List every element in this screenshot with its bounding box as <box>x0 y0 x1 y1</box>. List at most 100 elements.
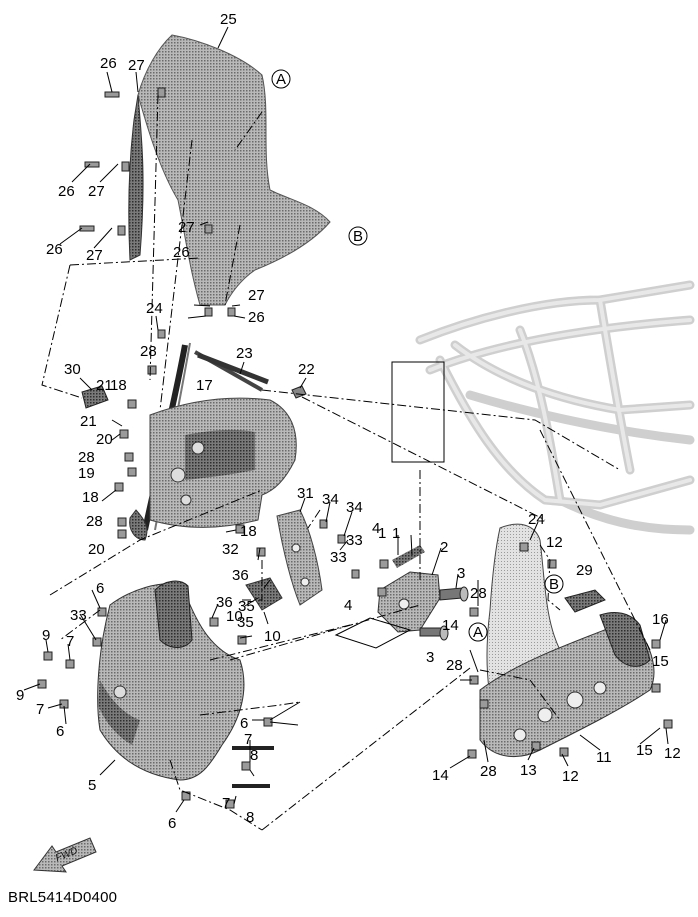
callout-34: 34 <box>346 499 363 516</box>
windscreen-edge <box>128 94 144 261</box>
svg-text:B: B <box>549 576 559 593</box>
callout-20: 20 <box>88 541 105 558</box>
callout-24: 24 <box>528 511 545 528</box>
callout-15: 15 <box>636 742 653 759</box>
windscreen <box>137 34 331 306</box>
callout-22: 22 <box>298 361 315 378</box>
callout-27: 27 <box>248 287 265 304</box>
center-stay <box>377 545 469 641</box>
callout-6: 6 <box>96 580 104 597</box>
callout-1: 1 <box>392 525 400 542</box>
callout-10: 10 <box>226 608 243 625</box>
callout-9: 9 <box>42 627 50 644</box>
callout-25: 25 <box>220 11 237 28</box>
callout-7: 7 <box>36 701 44 718</box>
part-29 <box>564 589 606 613</box>
callout-35: 35 <box>238 598 255 615</box>
callout-28: 28 <box>480 763 497 780</box>
callout-28: 28 <box>86 513 103 530</box>
callout-26: 26 <box>58 183 75 200</box>
callout-14: 14 <box>432 767 449 784</box>
reference-box-1 <box>391 361 445 463</box>
callout-6: 6 <box>240 715 248 732</box>
diagram-code: BRL5414D0400 <box>8 889 118 906</box>
callout-18: 18 <box>82 489 99 506</box>
callout-24: 24 <box>146 300 163 317</box>
callout-28: 28 <box>470 585 487 602</box>
callout-3: 3 <box>426 649 434 666</box>
callout-36: 36 <box>216 594 233 611</box>
callout-7: 7 <box>66 633 74 650</box>
reference-box-2 <box>334 617 412 649</box>
callout-19: 19 <box>78 465 95 482</box>
callout-31: 31 <box>297 485 314 502</box>
callout-2: 2 <box>440 539 448 556</box>
callout-28: 28 <box>446 657 463 674</box>
circled-marker-A: A <box>271 69 291 89</box>
callout-28: 28 <box>78 449 95 466</box>
callout-12: 12 <box>664 745 681 762</box>
rod-23 <box>197 352 269 385</box>
part-30 <box>81 385 109 409</box>
callout-1: 1 <box>378 525 386 542</box>
callout-16: 16 <box>652 611 669 628</box>
callout-26: 26 <box>173 244 190 261</box>
mount-bracket-31 <box>245 509 323 611</box>
clip-22 <box>291 385 307 399</box>
callout-6: 6 <box>168 815 176 832</box>
callout-11: 11 <box>596 749 612 766</box>
callout-18: 18 <box>240 523 257 540</box>
callout-8: 8 <box>246 809 254 826</box>
callout-3: 3 <box>457 565 465 582</box>
callout-34: 34 <box>322 491 339 508</box>
callout-35: 35 <box>237 614 254 631</box>
callout-4: 4 <box>372 520 380 537</box>
callout-14: 14 <box>442 617 459 634</box>
stay-bracket <box>129 342 297 541</box>
leader-lines <box>23 26 669 813</box>
callout-12: 12 <box>562 768 579 785</box>
callout-21: 21 <box>80 413 97 430</box>
svg-text:B: B <box>353 228 363 245</box>
callout-33: 33 <box>330 549 347 566</box>
callout-21: 21 <box>96 377 113 394</box>
callout-12: 12 <box>546 534 563 551</box>
callout-7: 7 <box>244 731 252 748</box>
callout-10: 10 <box>264 628 281 645</box>
callout-36: 36 <box>232 567 249 584</box>
callout-28: 28 <box>140 343 157 360</box>
callout-27: 27 <box>178 219 195 236</box>
circled-markers: A B A B <box>271 69 564 642</box>
svg-text:A: A <box>276 71 286 88</box>
fasteners <box>37 87 673 809</box>
callout-9: 9 <box>16 687 24 704</box>
callout-26: 26 <box>100 55 117 72</box>
fwd-arrow-icon: FWD <box>33 837 97 873</box>
circled-marker-B: B <box>544 574 564 594</box>
callout-7: 7 <box>222 795 230 812</box>
long-bolts <box>232 746 274 788</box>
callout-18: 18 <box>110 377 127 394</box>
callout-5: 5 <box>88 777 96 794</box>
connection-lines <box>41 94 651 831</box>
callout-29: 29 <box>576 562 593 579</box>
callout-17: 17 <box>196 377 213 394</box>
left-cowling <box>97 580 245 781</box>
svg-text:A: A <box>473 624 483 641</box>
callout-8: 8 <box>250 747 258 764</box>
callout-32: 32 <box>222 541 239 558</box>
callout-27: 27 <box>128 57 145 74</box>
callout-26: 26 <box>248 309 265 326</box>
callout-20: 20 <box>96 431 113 448</box>
callout-13: 13 <box>520 762 537 779</box>
callout-23: 23 <box>236 345 253 362</box>
callout-33: 33 <box>346 532 363 549</box>
right-cowling <box>479 523 655 758</box>
callout-15: 15 <box>652 653 669 670</box>
callout-4: 4 <box>344 597 352 614</box>
circled-marker-A: A <box>468 622 488 642</box>
circled-marker-B: B <box>348 226 368 246</box>
